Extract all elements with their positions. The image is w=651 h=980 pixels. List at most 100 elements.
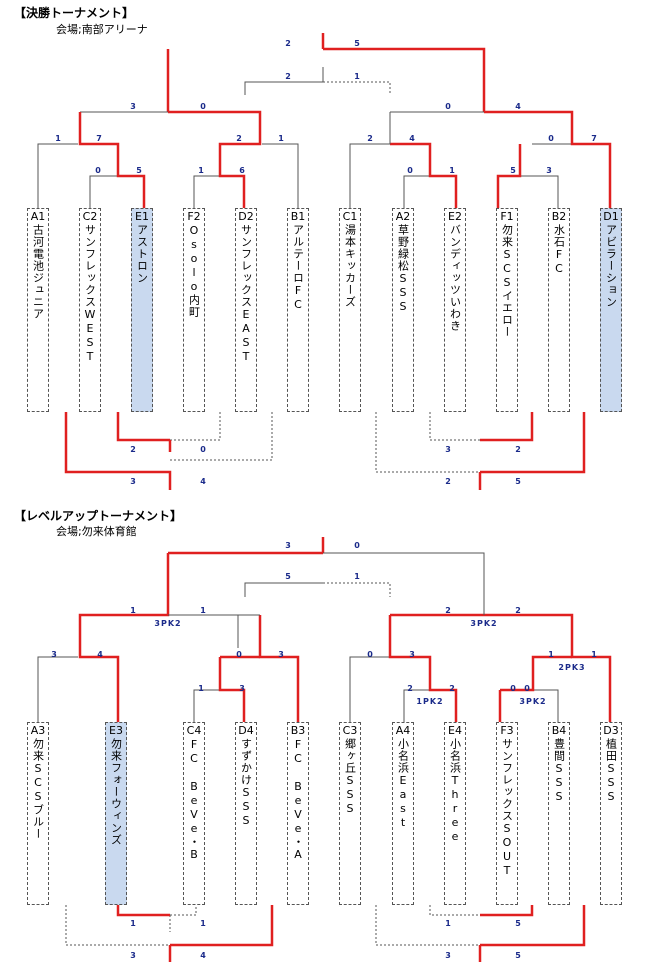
team-box: E2 バンディッツいわき bbox=[444, 208, 466, 412]
match-score: 4 bbox=[409, 134, 415, 143]
pk-score: 3PK2 bbox=[470, 619, 498, 628]
team-box: C3 郷ヶ丘SSS bbox=[339, 722, 361, 905]
team-name: Osolo内町 bbox=[187, 224, 201, 318]
match-score: 0 bbox=[367, 650, 373, 659]
team-code: A2 bbox=[395, 210, 411, 223]
team-code: E2 bbox=[448, 210, 462, 223]
team-code: D1 bbox=[603, 210, 619, 223]
team-name: FC BeVe・A bbox=[291, 738, 305, 862]
team-name: 小名浜East bbox=[396, 738, 410, 830]
team-code: D3 bbox=[603, 724, 619, 737]
match-score: 3 bbox=[130, 102, 136, 111]
team-name: 郷ヶ丘SSS bbox=[343, 738, 357, 816]
match-score: 2 bbox=[445, 477, 451, 486]
match-score: 1 bbox=[548, 650, 554, 659]
match-score: 3 bbox=[409, 650, 415, 659]
team-code: C3 bbox=[342, 724, 358, 737]
match-score: 0 bbox=[236, 650, 242, 659]
team-box: F2 Osolo内町 bbox=[183, 208, 205, 412]
team-name: サンフレックスEAST bbox=[239, 224, 253, 364]
team-box: C1 湯本キッカーズ bbox=[339, 208, 361, 412]
match-score: 3 bbox=[278, 650, 284, 659]
team-box: D2 サンフレックスEAST bbox=[235, 208, 257, 412]
team-name: 植田SSS bbox=[604, 738, 618, 804]
team-box: D1 アビラーション bbox=[600, 208, 622, 412]
match-score: 5 bbox=[510, 166, 516, 175]
match-score: 0 bbox=[354, 541, 360, 550]
team-box: A4 小名浜East bbox=[392, 722, 414, 905]
match-score: 1 bbox=[449, 166, 455, 175]
team-code: A4 bbox=[395, 724, 411, 737]
team-name: 豊間SSS bbox=[552, 738, 566, 804]
pk-score: 3PK2 bbox=[154, 619, 182, 628]
match-score: 7 bbox=[96, 134, 102, 143]
match-score: 1 bbox=[278, 134, 284, 143]
match-score: 1 bbox=[591, 650, 597, 659]
team-name: FC BeVe・B bbox=[187, 738, 201, 862]
team-box: E1 アストロン bbox=[131, 208, 153, 412]
team-code: C2 bbox=[82, 210, 98, 223]
team-box: E3 勿来フォーウィンズ bbox=[105, 722, 127, 905]
match-score: 1 bbox=[200, 606, 206, 615]
match-score: 0 bbox=[510, 684, 516, 693]
team-name: 勿来SCSブルー bbox=[31, 738, 45, 840]
section-title: 【レベルアップトーナメント】 bbox=[14, 509, 183, 523]
pk-score: 1PK2 bbox=[416, 697, 444, 706]
match-score: 3 bbox=[130, 477, 136, 486]
match-score: 6 bbox=[239, 166, 245, 175]
match-score: 0 bbox=[407, 166, 413, 175]
team-name: 勿来フォーウィンズ bbox=[109, 738, 123, 846]
match-score: 5 bbox=[515, 919, 521, 928]
match-score: 2 bbox=[445, 606, 451, 615]
match-score: 0 bbox=[200, 102, 206, 111]
match-score: 3 bbox=[130, 951, 136, 960]
team-box: A1 古河電池ジュニア bbox=[27, 208, 49, 412]
team-code: A1 bbox=[30, 210, 46, 223]
match-score: 5 bbox=[515, 951, 521, 960]
team-name: サンフレックスSOUT bbox=[500, 738, 514, 878]
team-name: 草野緑松SSS bbox=[396, 224, 410, 314]
team-code: B1 bbox=[290, 210, 306, 223]
match-score: 7 bbox=[591, 134, 597, 143]
team-box: B2 水石FC bbox=[548, 208, 570, 412]
team-name: 湯本キッカーズ bbox=[343, 224, 357, 308]
match-score: 5 bbox=[515, 477, 521, 486]
team-name: アストロン bbox=[135, 224, 149, 284]
team-name: 勿来SCSイエロー bbox=[500, 224, 514, 338]
team-code: B3 bbox=[290, 724, 306, 737]
match-score: 1 bbox=[130, 606, 136, 615]
match-score: 2 bbox=[515, 445, 521, 454]
team-code: D4 bbox=[238, 724, 254, 737]
match-score: 2 bbox=[449, 684, 455, 693]
section-title: 【決勝トーナメント】 bbox=[14, 6, 135, 20]
match-score: 0 bbox=[524, 684, 530, 693]
team-name: 古河電池ジュニア bbox=[31, 224, 45, 320]
team-name: アビラーション bbox=[604, 224, 618, 308]
team-box: C2 サンフレックスWEST bbox=[79, 208, 101, 412]
team-name: アルテーロFC bbox=[291, 224, 305, 312]
match-score: 1 bbox=[445, 919, 451, 928]
team-code: F1 bbox=[500, 210, 514, 223]
match-score: 4 bbox=[200, 951, 206, 960]
pk-score: 3PK2 bbox=[519, 697, 547, 706]
match-score: 3 bbox=[51, 650, 57, 659]
match-score: 0 bbox=[200, 445, 206, 454]
match-score: 1 bbox=[130, 919, 136, 928]
team-code: C4 bbox=[186, 724, 202, 737]
venue-label: 会場;南部アリーナ bbox=[56, 23, 148, 36]
team-name: バンディッツいわき bbox=[448, 224, 462, 332]
match-score: 5 bbox=[136, 166, 142, 175]
match-score: 5 bbox=[354, 39, 360, 48]
match-score: 2 bbox=[285, 72, 291, 81]
team-code: E3 bbox=[109, 724, 123, 737]
team-code: B4 bbox=[551, 724, 567, 737]
team-name: すずかけSSS bbox=[239, 738, 253, 828]
match-score: 3 bbox=[285, 541, 291, 550]
team-code: F2 bbox=[187, 210, 201, 223]
match-score: 1 bbox=[198, 166, 204, 175]
match-score: 3 bbox=[445, 951, 451, 960]
match-score: 2 bbox=[130, 445, 136, 454]
match-score: 4 bbox=[200, 477, 206, 486]
match-score: 2 bbox=[367, 134, 373, 143]
